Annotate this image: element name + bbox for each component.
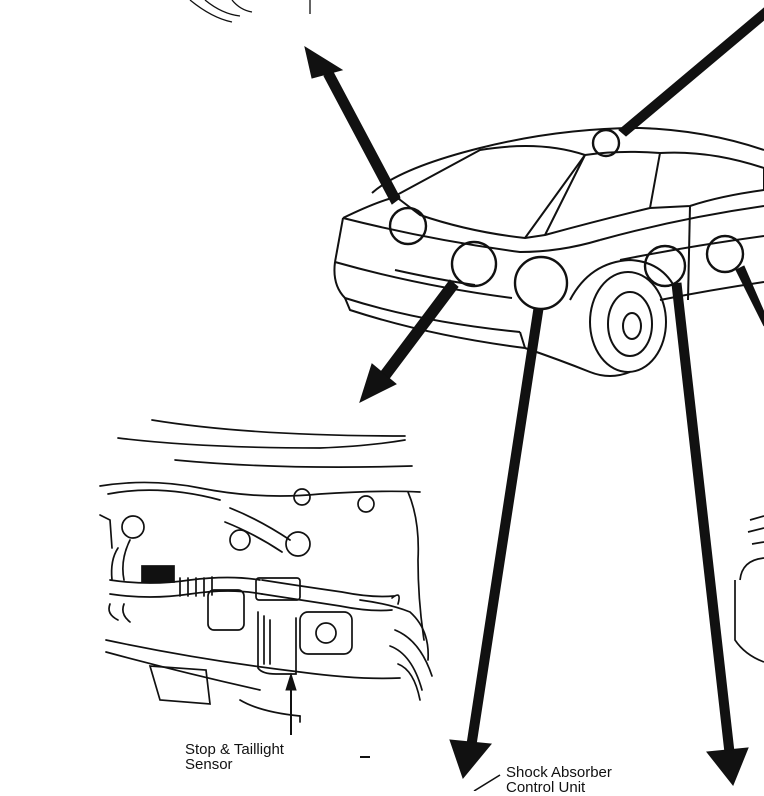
sensor-leader [285, 672, 297, 735]
location-circle-tail-left [450, 240, 498, 288]
top-left-fragment-sketch [189, 0, 311, 23]
arrow-down-shock-left [449, 307, 544, 780]
shock-absorber-label-line1: Shock Absorber [506, 764, 612, 781]
callout-arrows [304, 7, 764, 786]
shock-leader [473, 774, 501, 791]
location-circle-tail-right [513, 255, 569, 311]
arrow-down-left [359, 279, 459, 403]
location-circle-quarter-panel [643, 244, 687, 288]
car-illustration [333, 127, 764, 377]
taillight-detail-illustration [99, 419, 433, 723]
stop-taillight-label-line2: Sensor [185, 756, 233, 773]
location-circle-roof [591, 128, 621, 158]
arrow-up-right [618, 7, 764, 137]
arrow-down-shock-right [671, 282, 749, 786]
location-circle-door [705, 234, 745, 274]
shock-absorber-label-line2: Control Unit [506, 779, 586, 796]
stop-taillight-sensor-label: Stop & Taillight Sensor [185, 742, 284, 772]
arrow-door-right [735, 265, 764, 327]
arrow-up-left [304, 45, 401, 205]
location-circle-trunk-left [388, 206, 428, 246]
stop-taillight-label-line1: Stop & Taillight [185, 741, 284, 758]
right-edge-component-fragment [734, 515, 764, 663]
